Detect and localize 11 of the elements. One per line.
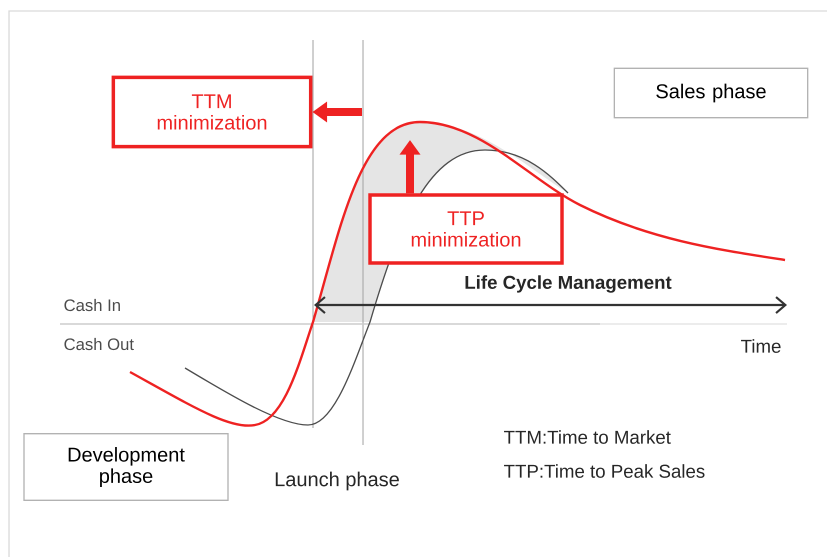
text-label: Cash Out [64, 338, 134, 350]
text-label: TTP:Time to Peak Sales [504, 464, 705, 478]
minimization-box: TTP minimization [368, 193, 564, 265]
text-label: Time [741, 339, 781, 353]
text-label: Life Cycle Management [466, 275, 672, 293]
minimization-box: TTM minimization [112, 76, 312, 148]
text-label: Cash In [64, 298, 120, 312]
text-label: Launch phase [276, 472, 399, 490]
phase-box: Development phase [23, 433, 229, 501]
phase-box: Sales phase [614, 68, 808, 118]
text-label: TTM:Time to Market [504, 430, 671, 444]
